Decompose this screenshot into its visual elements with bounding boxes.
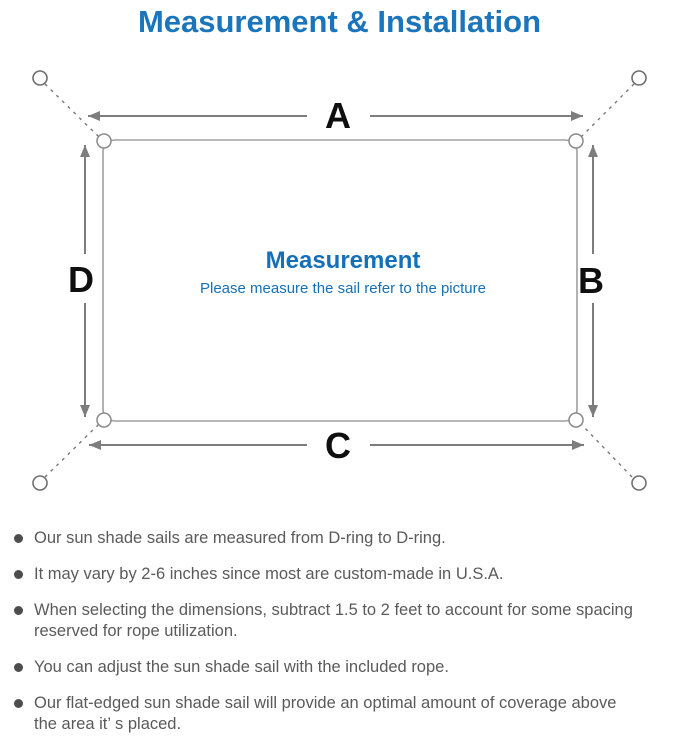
list-item-text: When selecting the dimensions, subtract …	[34, 601, 633, 640]
list-item-text: Our sun shade sails are measured from D-…	[34, 529, 446, 547]
instruction-list: Our sun shade sails are measured from D-…	[14, 528, 669, 750]
dimension-label-d: D	[68, 259, 94, 300]
list-item: Our sun shade sails are measured from D-…	[14, 528, 669, 549]
guy-rope-lines	[44, 83, 635, 478]
diagram-center-heading: Measurement	[266, 247, 421, 274]
d-ring-icons	[96, 133, 584, 428]
bullet-dot-icon	[14, 534, 23, 543]
diagram-center-subtitle: Please measure the sail refer to the pic…	[200, 280, 486, 297]
list-item-text: Our flat-edged sun shade sail will provi…	[34, 694, 617, 733]
list-item-text: You can adjust the sun shade sail with t…	[34, 658, 449, 676]
measurement-diagram: A B C D Measurement Please measure the s…	[32, 70, 647, 491]
list-item-text: It may vary by 2-6 inches since most are…	[34, 565, 504, 583]
dimension-label-b: B	[578, 260, 604, 301]
page-title: Measurement & Installation	[137, 4, 542, 39]
dimension-label-c: C	[325, 425, 351, 466]
list-item: It may vary by 2-6 inches since most are…	[14, 564, 669, 585]
bullet-dot-icon	[14, 663, 23, 672]
anchor-point-icons	[32, 70, 647, 491]
list-item: Our flat-edged sun shade sail will provi…	[14, 693, 669, 735]
bullet-dot-icon	[14, 606, 23, 615]
bullet-dot-icon	[14, 570, 23, 579]
dimension-label-a: A	[325, 95, 351, 136]
bullet-dot-icon	[14, 699, 23, 708]
list-item: You can adjust the sun shade sail with t…	[14, 657, 669, 678]
list-item: When selecting the dimensions, subtract …	[14, 600, 669, 642]
shade-sail-rectangle	[102, 139, 578, 422]
